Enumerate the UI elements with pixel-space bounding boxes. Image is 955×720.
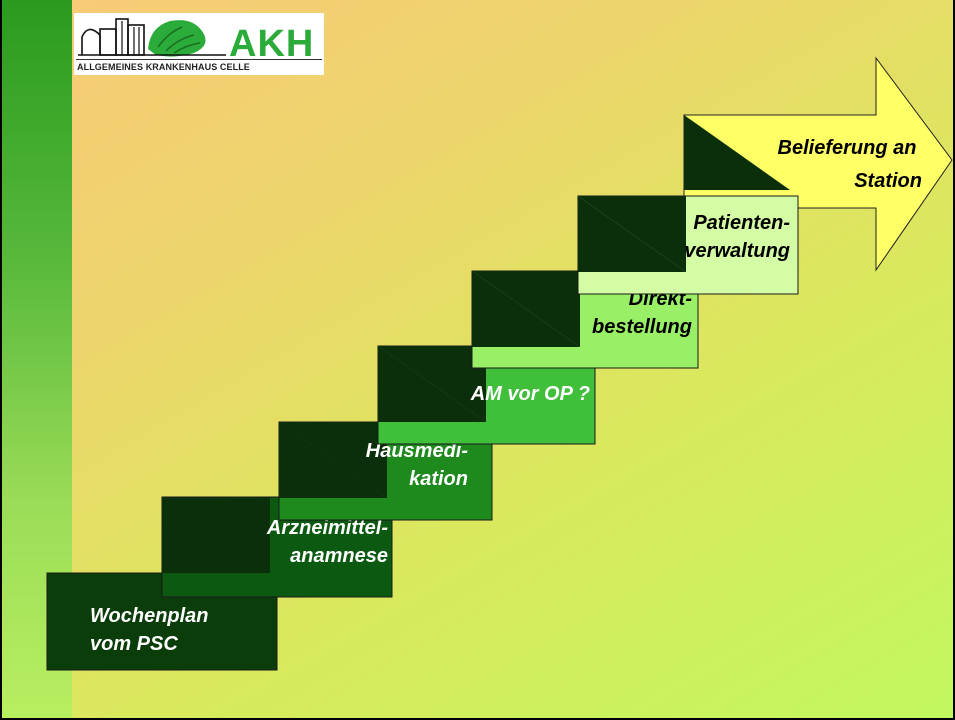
final-arrow-label-line-2: Station — [854, 170, 922, 192]
step-2-label-line-2: anamnese — [290, 545, 388, 567]
step-2-label-line-1: Arzneimittel- — [266, 517, 388, 539]
step-4-label-line-1: AM vor OP ? — [470, 383, 590, 405]
step-5-shadow-side — [472, 271, 580, 347]
step-3-label-line-2: kation — [409, 468, 468, 490]
step-6-label-line-1: Patienten- — [693, 212, 790, 234]
step-6: Patienten-verwaltung — [577, 195, 799, 295]
step-1-label-line-2: vom PSC — [90, 633, 178, 655]
akh-logo: AKH ALLGEMEINES KRANKENHAUS CELLE — [74, 13, 324, 75]
step-6-label-line-2: verwaltung — [684, 240, 790, 262]
step-4-shadow-side — [378, 346, 486, 422]
step-2-shadow-side — [162, 497, 270, 573]
logo-divider — [76, 59, 322, 60]
final-arrow-label: Belieferung an Station — [778, 137, 922, 192]
step-3-label-line-1: Hausmedi- — [366, 440, 469, 462]
step-2: Arzneimittel-anamnese — [161, 496, 393, 598]
step-6-shadow-side — [578, 196, 686, 272]
step-1-label-line-1: Wochenplan — [90, 605, 209, 627]
final-arrow-group: Belieferung an Station — [683, 56, 953, 272]
step-1-label: Wochenplan vom PSC — [90, 605, 209, 655]
step-5-label-line-2: bestellung — [592, 316, 692, 338]
logo-text: AKH — [229, 23, 315, 65]
final-arrow-label-line-1: Belieferung an — [778, 137, 917, 159]
steps-group: Wochenplan vom PSC Arzneimittel-anamnese Ha… — [46, 195, 799, 671]
step-4-label: AM vor OP ? — [470, 383, 590, 405]
final-arrow-shadow — [684, 115, 790, 190]
hospital-building-icon — [78, 18, 226, 57]
step-3-shadow-side — [279, 422, 387, 498]
logo-subtitle: ALLGEMEINES KRANKENHAUS CELLE — [77, 62, 250, 72]
step-6-label: Patienten-verwaltung — [684, 212, 790, 262]
step-3-label: Hausmedi-kation — [366, 440, 469, 490]
step-2-label: Arzneimittel-anamnese — [266, 517, 388, 567]
